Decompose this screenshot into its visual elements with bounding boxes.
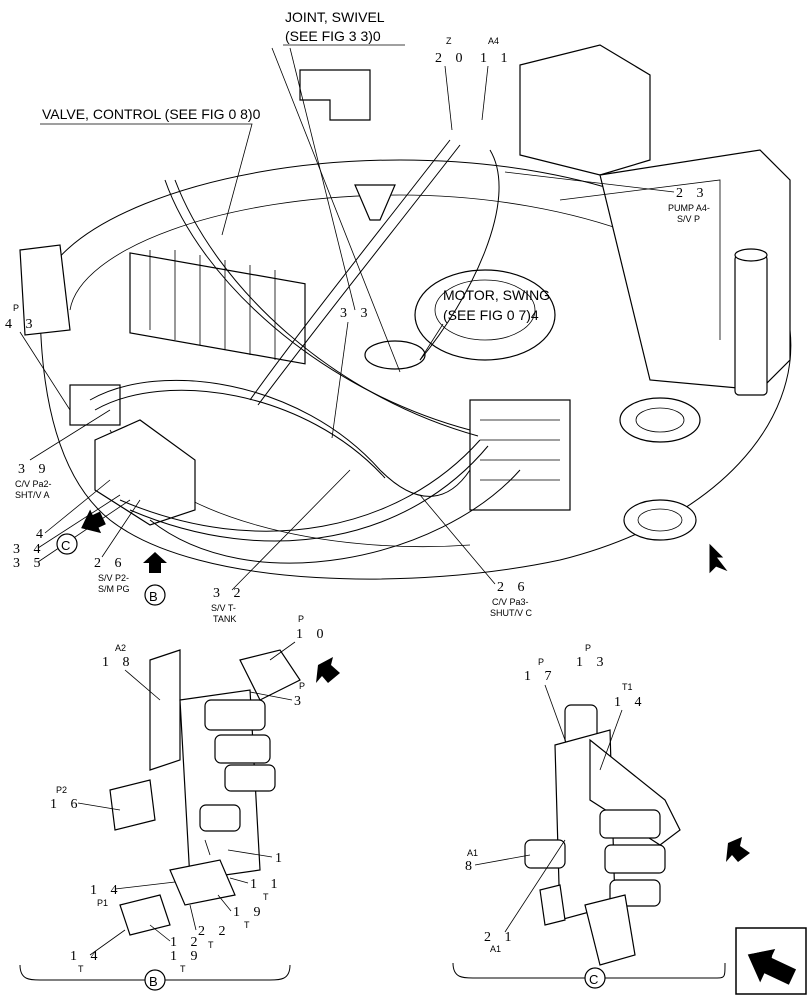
label-pump-2: S/V P — [677, 214, 700, 224]
callout-33: 3 3 — [340, 306, 373, 321]
view-c-marker — [56, 533, 78, 555]
callout-motor-swing-2: (SEE FIG 0 7)4 — [443, 307, 539, 323]
detail-c-callout-17: 1 7 — [524, 669, 557, 684]
label-sv-p2-1: S/V P2- — [98, 573, 129, 583]
detail-b-marker — [144, 969, 166, 991]
detail-b-callout-14a: 1 4 — [90, 883, 123, 898]
detail-c-callout-8: 8 — [465, 859, 477, 874]
detail-b-callout-14b: 1 4 — [70, 949, 103, 964]
view-c-label: C — [61, 538, 70, 553]
detail-c-marker — [584, 967, 606, 989]
callout-motor-swing-1: MOTOR, SWING — [443, 287, 550, 303]
view-c-arrow — [81, 509, 106, 534]
detail-b-label-p10: P — [298, 614, 304, 624]
view-b-marker — [144, 584, 166, 606]
upper-frame-drawing — [19, 44, 792, 580]
detail-b-callout-18: 1 8 — [102, 655, 135, 670]
detail-c-label-a1b: A1 — [490, 944, 501, 954]
detail-b-label-p1: P1 — [97, 898, 108, 908]
label-cv-pa2-2: SHT/V A — [15, 490, 50, 500]
label-z: Z — [446, 36, 452, 46]
detail-b-callout-12: 1 2 — [170, 935, 203, 950]
label-p-top: P — [13, 303, 19, 313]
detail-b-title: B — [149, 974, 158, 989]
label-a4: A4 — [488, 36, 499, 46]
callout-11: 1 1 — [480, 51, 513, 66]
detail-b-label-t14: T — [78, 964, 84, 974]
detail-c-label-p17: P — [538, 657, 544, 667]
detail-b-bracket — [19, 964, 291, 981]
detail-b-callout-1: 1 — [275, 851, 287, 866]
detail-b-callout-3: 3 — [294, 694, 306, 709]
callout-32: 3 2 — [213, 586, 246, 601]
callout-20: 2 0 — [435, 51, 468, 66]
callout-43: 4 3 — [5, 317, 38, 332]
callout-39: 3 9 — [18, 462, 51, 477]
detail-b-label-t19a: T — [244, 920, 250, 930]
detail-b-callout-16: 1 6 — [50, 797, 83, 812]
detail-c-label-a1: A1 — [467, 848, 478, 858]
detail-b-label-p3: P — [299, 681, 305, 691]
detail-c-label-p13: P — [585, 643, 591, 653]
view-b-arrow — [143, 552, 167, 573]
detail-b-callout-10: 1 0 — [296, 627, 329, 642]
detail-b-label-a2: A2 — [115, 643, 126, 653]
callout-joint-swivel-1: JOINT, SWIVEL — [285, 9, 385, 25]
callout-joint-swivel-2: (SEE FIG 3 3)0 — [285, 28, 381, 44]
callout-26a: 2 6 — [94, 556, 127, 571]
callout-23: 2 3 — [676, 186, 709, 201]
callout-valve-control: VALVE, CONTROL (SEE FIG 0 8)0 — [42, 106, 261, 122]
detail-b-drawing — [109, 649, 340, 936]
view-b-label: B — [149, 589, 158, 604]
callout-4: 4 — [36, 527, 48, 542]
detail-c-callout-14: 1 4 — [614, 695, 647, 710]
detail-b-label-t11: T — [263, 892, 269, 902]
detail-b-label-t22: T — [208, 940, 214, 950]
label-sv-t-1: S/V T- — [211, 603, 236, 613]
detail-b-callout-11: 1 1 — [250, 877, 283, 892]
callout-26b: 2 6 — [497, 580, 530, 595]
detail-c-bracket — [452, 962, 726, 979]
callout-35: 3 5 — [13, 556, 46, 571]
detail-c-callout-21: 2 1 — [484, 930, 517, 945]
detail-c-title: C — [589, 972, 598, 987]
detail-b-callout-19a: 1 9 — [233, 905, 266, 920]
label-cv-pa2-1: C/V Pa2- — [15, 479, 52, 489]
label-sv-t-2: TANK — [213, 614, 236, 624]
detail-b-callout-22: 2 2 — [198, 924, 231, 939]
callout-34: 3 4 — [13, 542, 46, 557]
detail-b-label-t19b: T — [180, 964, 186, 974]
next-page-arrow-icon[interactable] — [735, 927, 807, 995]
detail-b-label-p2: P2 — [56, 785, 67, 795]
label-cv-pa3-2: SHUT/V C — [490, 608, 533, 618]
label-cv-pa3-1: C/V Pa3- — [492, 597, 529, 607]
detail-c-callout-13: 1 3 — [576, 655, 609, 670]
detail-c-label-t1: T1 — [622, 682, 633, 692]
detail-b-callout-19b: 1 9 — [170, 949, 203, 964]
label-sv-p2-2: S/M PG — [98, 584, 130, 594]
label-pump-1: PUMP A4- — [668, 203, 710, 213]
detail-c-drawing — [524, 704, 750, 966]
